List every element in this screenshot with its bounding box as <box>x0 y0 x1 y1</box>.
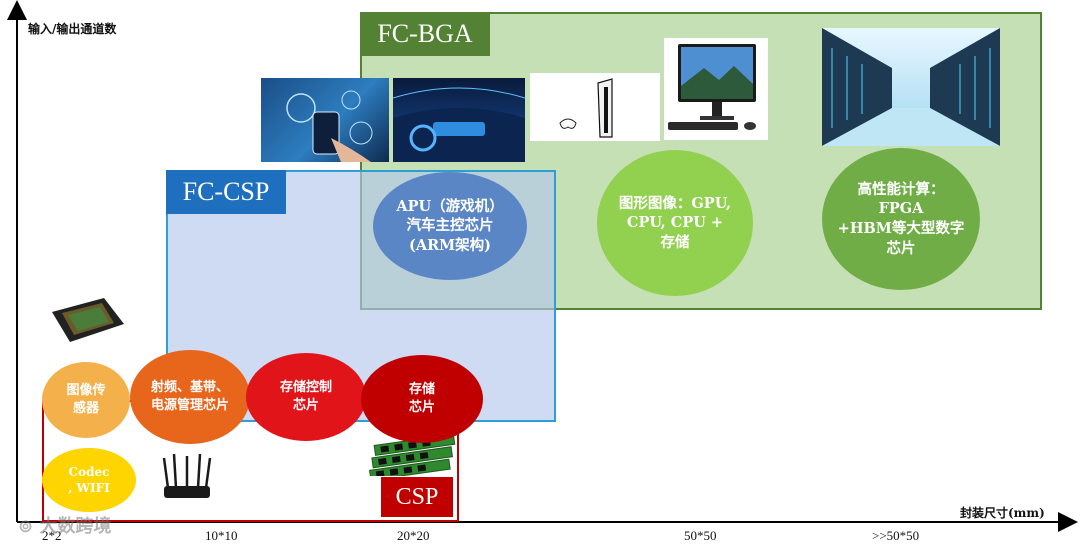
image-sensor-chip-icon <box>48 296 126 346</box>
x-tick-10x10: 10*10 <box>205 528 238 544</box>
codec-bubble: Codec , WIFI <box>42 448 136 512</box>
desktop-computer-photo <box>664 38 768 140</box>
car-dashboard-photo <box>393 78 525 162</box>
watermark-text: 大数跨境 <box>39 516 111 537</box>
apu-bubble: APU（游戏机） 汽车主控芯片 (ARM架构) <box>373 172 527 280</box>
smartphone-photo <box>261 78 389 162</box>
csp-label: CSP <box>381 477 453 517</box>
x-tick-50x50: 50*50 <box>684 528 717 544</box>
gpu-bubble: 图形图像：GPU, CPU, CPU + 存储 <box>597 150 753 296</box>
server-room-photo <box>822 28 1000 146</box>
storage-bubble: 存储 芯片 <box>361 355 483 443</box>
x-tick-20x20: 20*20 <box>397 528 430 544</box>
watermark-logo-icon: ⊚ <box>18 516 33 537</box>
x-tick-gt50x50: >>50*50 <box>872 528 919 544</box>
fpga-bubble: 高性能计算： FPGA +HBM等大型数字 芯片 <box>822 148 980 290</box>
game-console-photo <box>530 73 660 141</box>
fcbga-label: FC-BGA <box>360 12 490 56</box>
rf-bubble: 射频、基带、 电源管理芯片 <box>130 350 250 444</box>
watermark: ⊚ 大数跨境 <box>18 512 111 538</box>
fccsp-label: FC-CSP <box>166 170 286 214</box>
wifi-router-icon <box>160 452 214 502</box>
image-sensor-bubble: 图像传 感器 <box>42 362 130 438</box>
x-axis-label: 封装尺寸(mm) <box>960 504 1045 521</box>
storage-control-bubble: 存储控制 芯片 <box>246 353 366 441</box>
y-axis-label: 输入/输出通道数 <box>28 20 116 37</box>
